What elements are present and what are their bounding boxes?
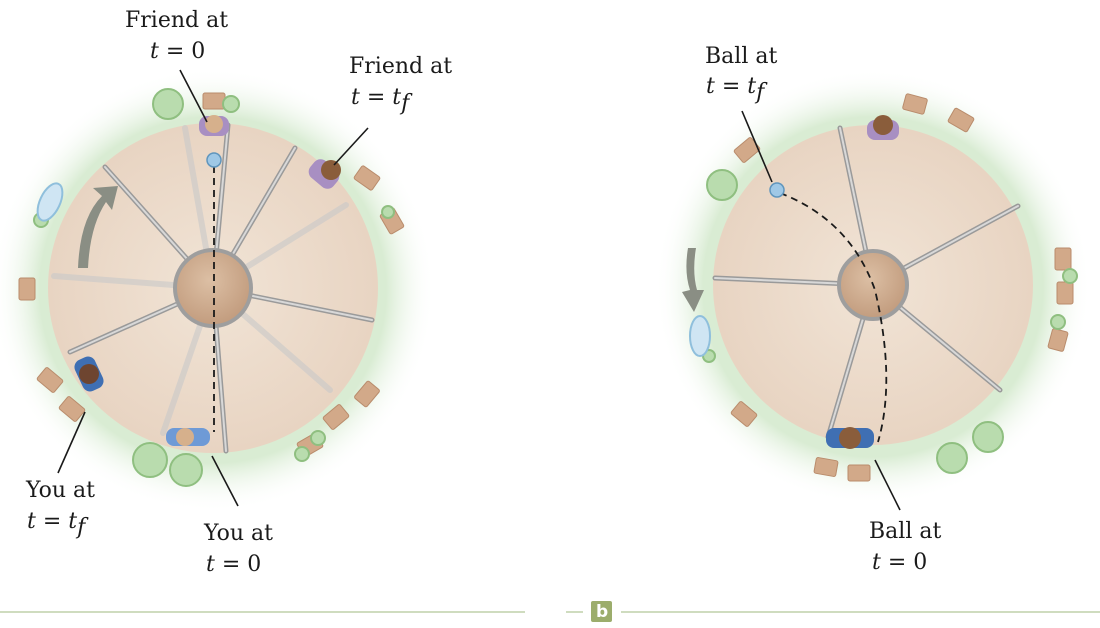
panel-letter: b — [596, 602, 608, 622]
right-ball-path — [779, 192, 888, 443]
left-shrubs — [33, 88, 395, 487]
svg-text:Friend at: Friend at — [125, 8, 228, 33]
svg-text:t = tf: t = tf — [27, 509, 89, 540]
ball-icon — [206, 152, 222, 168]
panel-divider: b — [0, 601, 1100, 622]
label-friend-tf: Friend at t = tf — [349, 54, 452, 116]
panel-letter-badge — [591, 601, 612, 622]
right-carousel — [655, 69, 1091, 505]
counterclockwise-arrow-icon — [78, 186, 118, 268]
left-carousel — [0, 68, 435, 512]
label-ball-t0: Ball at t = 0 — [869, 519, 941, 575]
label-you-t0: You at t = 0 — [203, 521, 273, 577]
svg-text:t = 0: t = 0 — [150, 39, 205, 64]
svg-text:t = 0: t = 0 — [872, 550, 927, 575]
right-you — [826, 427, 874, 449]
label-you-tf: You at t = tf — [25, 478, 95, 540]
left-you-t0 — [166, 428, 210, 446]
clockwise-arrow-icon — [682, 248, 704, 312]
left-friend-tf — [308, 159, 341, 189]
right-blue-object — [689, 315, 711, 357]
left-friend-t0 — [199, 115, 229, 136]
left-hub — [173, 248, 253, 328]
svg-text:t = tf: t = tf — [706, 74, 768, 105]
right-benches — [730, 93, 1074, 482]
ball-icon — [769, 182, 785, 198]
left-blue-object — [36, 182, 64, 222]
leader-lines — [57, 69, 901, 511]
svg-text:You at: You at — [25, 478, 95, 503]
svg-text:Friend at: Friend at — [349, 54, 452, 79]
svg-text:Ball at: Ball at — [869, 519, 941, 544]
svg-text:You at: You at — [203, 521, 273, 546]
left-you-tf — [74, 356, 104, 392]
svg-text:Ball at: Ball at — [705, 44, 777, 69]
right-shrubs — [702, 169, 1078, 474]
right-friend — [867, 115, 899, 140]
svg-text:t = tf: t = tf — [351, 85, 413, 116]
label-ball-tf: Ball at t = tf — [705, 44, 777, 105]
label-friend-t0: Friend at t = 0 — [125, 8, 228, 64]
svg-text:t = 0: t = 0 — [206, 552, 261, 577]
